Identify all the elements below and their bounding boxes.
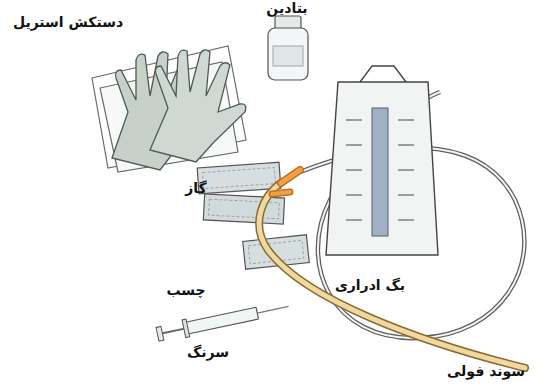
- gauze-seam: [203, 168, 276, 189]
- scale-tick: [346, 220, 362, 221]
- scale-tick: [346, 120, 362, 121]
- syringe-thumb: [156, 326, 164, 341]
- part-label: چسب: [166, 282, 205, 298]
- syringe: [156, 298, 291, 343]
- part-label: دستکش استریل: [13, 14, 123, 30]
- part-label: بگ ادراری: [335, 277, 405, 293]
- scale-tick: [346, 170, 362, 171]
- part-label: بتادین: [266, 0, 307, 16]
- gauze-pack: [203, 194, 284, 224]
- bottle-label: [273, 46, 303, 66]
- foley-catheter: [259, 182, 525, 368]
- balloon-port: [272, 192, 290, 194]
- foley-catheter: [259, 182, 525, 368]
- gauze-pack: [203, 194, 284, 224]
- balloon-port: [272, 192, 290, 194]
- betadine-bottle: [268, 28, 308, 80]
- part-label: سوند فولی: [447, 363, 525, 379]
- bag-scale: [372, 108, 388, 236]
- catheter-port: [281, 170, 300, 183]
- scale-tick: [398, 145, 414, 146]
- scale-tick: [398, 120, 414, 121]
- catheter-port: [281, 170, 300, 183]
- bottle-cap: [275, 16, 301, 29]
- urine-bag: [326, 82, 438, 255]
- scale-tick: [346, 195, 362, 196]
- syringe-flange: [182, 319, 190, 337]
- scale-ticks: [346, 120, 414, 220]
- scale-tick: [346, 145, 362, 146]
- part-label: سرنگ: [187, 344, 229, 360]
- bag-hanger: [360, 66, 406, 82]
- sterile-glove: [150, 50, 246, 162]
- syringe-needle: [257, 306, 288, 313]
- scale-tick: [398, 220, 414, 221]
- scale-tick: [398, 170, 414, 171]
- scale-tick: [398, 195, 414, 196]
- syringe-barrel: [186, 307, 259, 334]
- syringe-plunger: [161, 328, 186, 333]
- part-label: گاز: [185, 180, 206, 196]
